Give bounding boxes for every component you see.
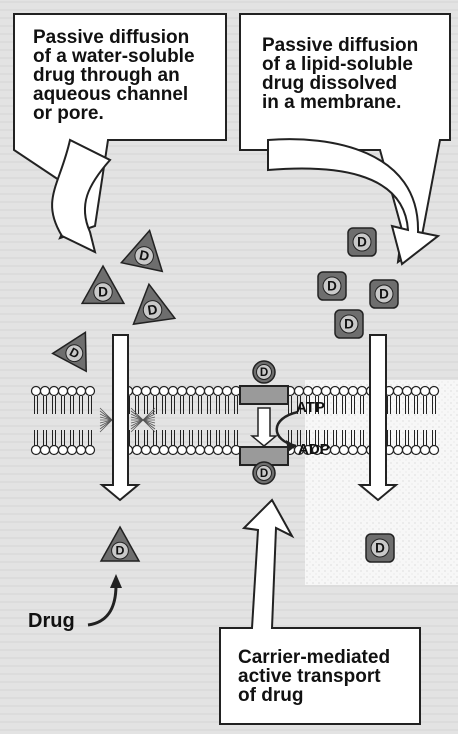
drug-symbol: D [375, 540, 385, 555]
lipid-head [403, 446, 412, 455]
lipid-head [178, 446, 187, 455]
lipid-head [160, 446, 169, 455]
lipid-head [178, 387, 187, 396]
lipid-head [331, 446, 340, 455]
lipid-head [133, 387, 142, 396]
lipid-head [86, 446, 95, 455]
lipid-head [421, 387, 430, 396]
drug-square: D [370, 280, 398, 308]
lipid-head [331, 387, 340, 396]
adp-label: ADP [298, 441, 330, 458]
lipid-head [169, 446, 178, 455]
drug-symbol: D [98, 284, 108, 299]
lipid-head [322, 387, 331, 396]
lipid-head [187, 387, 196, 396]
drug-symbol: D [327, 278, 337, 293]
lipid-head [394, 446, 403, 455]
lipid-head [142, 446, 151, 455]
lipid-head [214, 387, 223, 396]
lipid-head [358, 446, 367, 455]
lipid-head [59, 446, 68, 455]
lipid-head [205, 387, 214, 396]
lipid-head [349, 446, 358, 455]
lipid-head [304, 387, 313, 396]
lipid-head [142, 387, 151, 396]
drug-square: D [366, 534, 394, 562]
lipid-head [133, 446, 142, 455]
lipid-head [50, 446, 59, 455]
drug-symbol: D [260, 367, 268, 379]
water-soluble-diffusion-label: Passive diffusion of a water-soluble dru… [33, 28, 223, 123]
lipid-head [86, 387, 95, 396]
lipid-head [32, 446, 41, 455]
lipid-soluble-diffusion-label: Passive diffusion of a lipid-soluble dru… [262, 36, 447, 112]
lipid-head [77, 387, 86, 396]
lipid-head [223, 387, 232, 396]
lipid-head [340, 387, 349, 396]
lipid-head [68, 387, 77, 396]
lipid-head [340, 446, 349, 455]
lipid-head [403, 387, 412, 396]
lipid-head [295, 387, 304, 396]
lipid-head [430, 446, 439, 455]
lipid-head [77, 446, 86, 455]
lipid-head [68, 446, 77, 455]
lipid-head [151, 446, 160, 455]
lipid-head [412, 387, 421, 396]
lipid-head [421, 446, 430, 455]
lipid-head [214, 446, 223, 455]
lipid-head [205, 446, 214, 455]
atp-label: ATP [296, 399, 325, 416]
lipid-head [32, 387, 41, 396]
lipid-head [41, 446, 50, 455]
lipid-head [59, 387, 68, 396]
drug-symbol: D [379, 286, 389, 301]
lipid-head [41, 387, 50, 396]
drug-symbol: D [116, 544, 125, 558]
lipid-head [223, 446, 232, 455]
lipid-head [50, 387, 59, 396]
drug-carrier-bound: D [253, 361, 275, 383]
lipid-head [169, 387, 178, 396]
drug-symbol: D [344, 316, 354, 331]
carrier-protein-top [240, 386, 288, 404]
drug-square: D [335, 310, 363, 338]
lipid-head [394, 387, 403, 396]
lipid-head [430, 387, 439, 396]
lipid-head [412, 446, 421, 455]
drug-symbol: D [357, 234, 367, 249]
drug-square: D [318, 272, 346, 300]
drug-label: Drug [28, 612, 75, 631]
drug-carrier-bound: D [253, 462, 275, 484]
lipid-head [151, 387, 160, 396]
drug-symbol: D [260, 468, 268, 480]
drug-square: D [348, 228, 376, 256]
lipid-head [349, 387, 358, 396]
lipid-head [313, 387, 322, 396]
lipid-head [160, 387, 169, 396]
lipid-head [187, 446, 196, 455]
lipid-head [196, 446, 205, 455]
lipid-head [358, 387, 367, 396]
carrier-transport-label: Carrier-mediated active transport of dru… [238, 648, 413, 705]
lipid-head [196, 387, 205, 396]
